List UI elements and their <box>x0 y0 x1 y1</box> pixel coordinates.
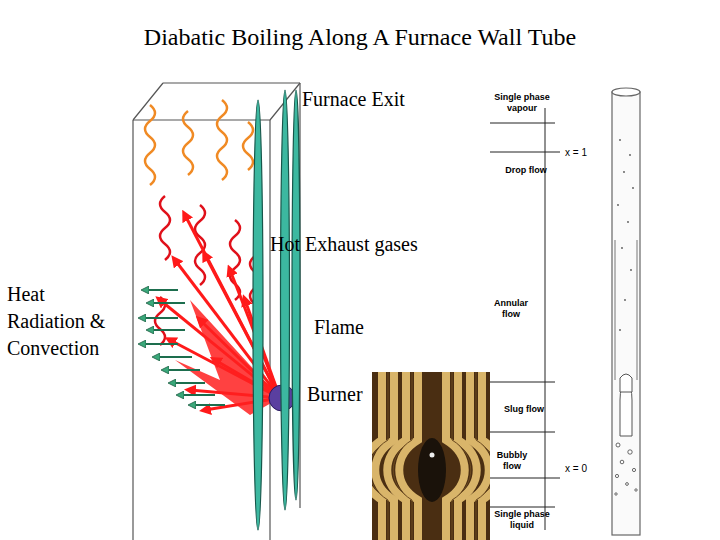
label: Slug flow <box>496 404 552 415</box>
bubble <box>615 493 617 495</box>
label: Single phase vapour <box>493 92 551 114</box>
diagram-title: Diabatic Boiling Along A Furnace Wall Tu… <box>0 24 720 51</box>
heat-wave <box>243 122 253 170</box>
heat-arrows <box>142 290 225 405</box>
liquid-film <box>615 240 637 380</box>
bubble <box>620 460 624 464</box>
bubble <box>628 450 632 454</box>
heat-arrow <box>142 343 178 345</box>
scale-tick <box>490 507 555 508</box>
slug-bubble <box>620 385 632 436</box>
photo-highlight <box>430 453 435 458</box>
heat-wave <box>160 196 170 260</box>
droplet <box>630 269 632 271</box>
slug-bubble <box>620 374 632 392</box>
box-edge <box>133 83 163 120</box>
droplet <box>621 247 623 249</box>
film-line <box>615 240 616 380</box>
boiling-tube <box>612 88 640 535</box>
label: Single phase liquid <box>493 509 551 531</box>
heat-arrow <box>172 382 205 384</box>
droplet <box>624 299 626 301</box>
label: Hot Exhaust gases <box>270 231 470 258</box>
regime-scale <box>490 108 560 530</box>
droplet <box>623 171 625 173</box>
label: Furnace Exit <box>302 86 472 113</box>
label: Burner <box>307 381 397 408</box>
photo-line <box>372 372 388 540</box>
photo-line <box>476 372 490 540</box>
heat-arrow <box>150 302 185 304</box>
bubble <box>616 443 620 447</box>
photo-line <box>393 372 412 540</box>
bubble <box>632 468 635 471</box>
label: x = 0 <box>565 463 605 475</box>
bubble <box>615 474 618 477</box>
label: Flame <box>314 314 394 341</box>
box-edge <box>132 120 133 540</box>
scale-tick <box>490 152 560 153</box>
photo-opening <box>418 438 446 502</box>
heat-arrow <box>156 356 192 358</box>
droplet <box>632 187 634 189</box>
box-edge <box>269 120 270 540</box>
photo-background <box>372 372 490 540</box>
heat-wave <box>183 111 193 175</box>
label: x = 1 <box>565 147 605 159</box>
bubble <box>626 483 629 486</box>
heat-waves <box>145 100 253 185</box>
heat-arrow <box>150 329 185 331</box>
photo-tube <box>482 372 490 540</box>
box-edge <box>133 119 270 120</box>
heat-wave <box>145 105 155 185</box>
wall-tubes <box>253 90 300 530</box>
heat-arrow <box>142 317 178 319</box>
scale-tick <box>490 382 555 383</box>
wall-tube <box>253 100 263 530</box>
label: Heat Radiation & Convection <box>7 281 122 362</box>
wall-tube <box>292 90 300 500</box>
heat-arrow <box>145 289 178 291</box>
scale-tick <box>490 123 555 124</box>
droplet <box>619 329 621 331</box>
bubble <box>635 489 637 491</box>
heat-arrow <box>165 369 200 371</box>
droplet <box>629 154 631 156</box>
heat-arrow <box>192 404 225 406</box>
tube-top <box>612 88 640 96</box>
tube-wall <box>612 92 640 535</box>
droplet <box>627 221 629 223</box>
droplet <box>619 139 621 141</box>
heat-wave <box>217 100 227 180</box>
film-line <box>637 240 638 380</box>
photo-line <box>452 372 471 540</box>
tube-photo <box>372 372 490 540</box>
photo-tubes <box>372 372 490 540</box>
label: Annular flow <box>491 298 531 320</box>
label: Drop flow <box>496 165 556 176</box>
photo-tube <box>399 372 418 540</box>
droplet <box>617 204 619 206</box>
scale-tick <box>490 432 555 433</box>
box-edge <box>163 82 300 83</box>
droplets <box>617 139 634 331</box>
heat-arrow <box>180 394 215 396</box>
wall-tube <box>281 90 290 510</box>
furnace-box <box>133 83 300 540</box>
bubbles <box>615 443 637 495</box>
scale-tick <box>490 478 560 479</box>
photo-shading <box>372 372 490 540</box>
label: Bubbly flow <box>492 450 532 472</box>
